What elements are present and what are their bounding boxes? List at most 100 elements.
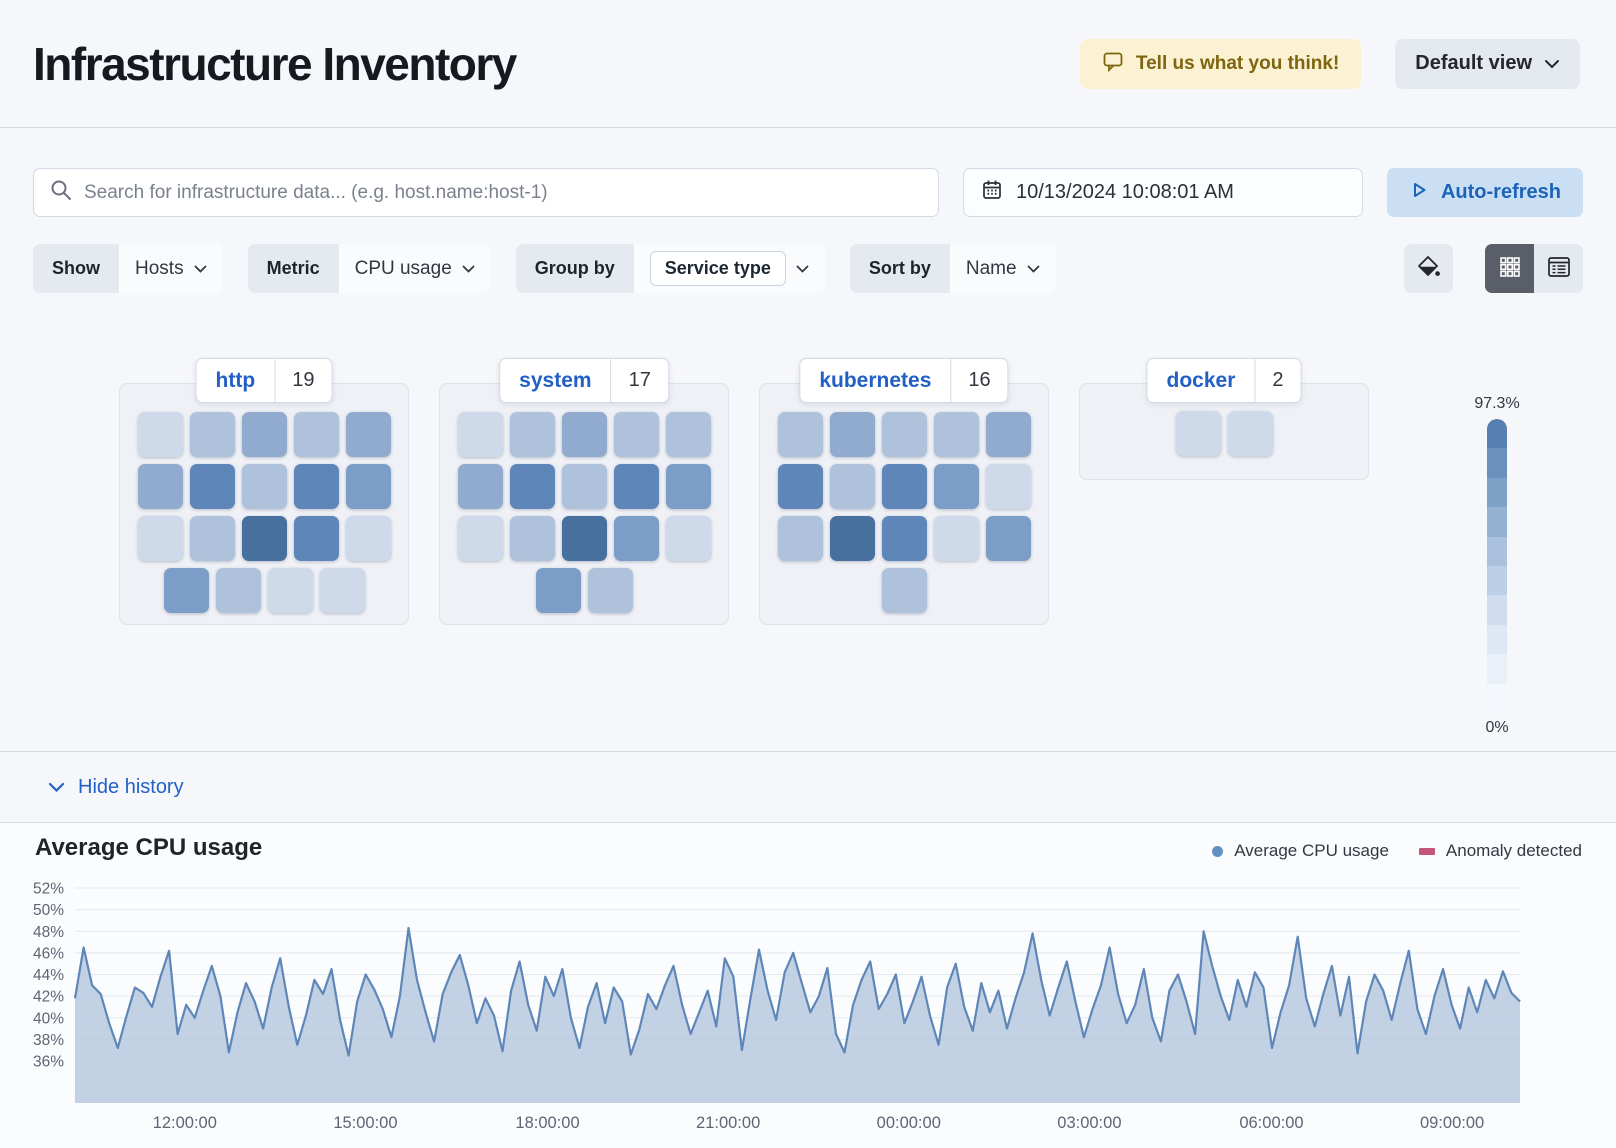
legend-gradient-step <box>1487 419 1507 449</box>
series-dot-marker <box>1212 845 1224 857</box>
x-axis-label: 21:00:00 <box>696 1114 760 1132</box>
host-square[interactable] <box>665 464 711 509</box>
host-square[interactable] <box>829 412 875 457</box>
host-square[interactable] <box>829 516 875 561</box>
host-square[interactable] <box>189 412 235 457</box>
host-square[interactable] <box>881 516 927 561</box>
sort-by-control[interactable]: Sort by Name <box>849 244 1056 293</box>
host-square[interactable] <box>293 516 339 561</box>
host-square[interactable] <box>241 516 287 561</box>
host-square[interactable] <box>189 516 235 561</box>
waffle-square-row <box>760 412 1048 457</box>
chevron-down-icon <box>796 265 809 273</box>
speech-bubble-icon <box>1102 50 1124 78</box>
host-square[interactable] <box>345 464 391 509</box>
group-host-count: 17 <box>628 369 651 391</box>
host-square[interactable] <box>985 464 1031 509</box>
heatmap-legend: 97.3% 0% <box>1458 395 1536 737</box>
group-name-link[interactable]: kubernetes <box>819 368 932 392</box>
legend-gradient-bar[interactable] <box>1487 419 1507 713</box>
view-selector-button[interactable]: Default view <box>1395 38 1580 89</box>
host-square[interactable] <box>829 464 875 509</box>
host-square[interactable] <box>777 412 823 457</box>
host-square[interactable] <box>241 464 287 509</box>
host-square[interactable] <box>457 412 503 457</box>
host-square[interactable] <box>933 464 979 509</box>
show-control[interactable]: Show Hosts <box>33 244 223 293</box>
chevron-down-icon <box>1027 265 1039 273</box>
host-square[interactable] <box>137 516 183 561</box>
hide-history-label: Hide history <box>78 775 184 798</box>
show-label: Show <box>33 244 119 293</box>
sort-by-label: Sort by <box>849 244 950 293</box>
feedback-button[interactable]: Tell us what you think! <box>1079 38 1362 89</box>
y-axis-label: 48% <box>33 924 64 941</box>
host-square[interactable] <box>509 464 555 509</box>
host-square[interactable] <box>241 412 287 457</box>
host-square[interactable] <box>613 464 659 509</box>
host-square[interactable] <box>319 568 365 613</box>
host-square[interactable] <box>345 412 391 457</box>
legend-item[interactable]: Average CPU usage <box>1212 841 1389 861</box>
host-square[interactable] <box>345 516 391 561</box>
date-time-picker[interactable]: 10/13/2024 10:08:01 AM <box>963 168 1363 217</box>
waffle-square-row <box>120 568 408 613</box>
waffle-square-row <box>760 464 1048 509</box>
host-square[interactable] <box>933 412 979 457</box>
host-square[interactable] <box>293 412 339 457</box>
legend-color-button[interactable] <box>1404 244 1453 293</box>
host-square[interactable] <box>163 568 209 613</box>
search-input[interactable] <box>84 181 922 204</box>
map-view-button[interactable] <box>1485 244 1534 293</box>
host-square[interactable] <box>457 516 503 561</box>
host-square[interactable] <box>457 464 503 509</box>
host-square[interactable] <box>613 412 659 457</box>
host-square[interactable] <box>881 464 927 509</box>
group-name-link[interactable]: http <box>215 368 256 392</box>
host-square[interactable] <box>985 516 1031 561</box>
host-square[interactable] <box>215 568 261 613</box>
group-by-control[interactable]: Group by Service type <box>515 244 825 293</box>
group-by-value-pill[interactable]: Service type <box>649 251 786 286</box>
waffle-square-row <box>440 464 728 509</box>
metric-control[interactable]: Metric CPU usage <box>247 244 491 293</box>
host-square[interactable] <box>881 412 927 457</box>
host-square[interactable] <box>561 516 607 561</box>
host-square[interactable] <box>509 412 555 457</box>
host-square[interactable] <box>1175 411 1221 456</box>
chart-title: Average CPU usage <box>35 834 263 861</box>
header-actions: Tell us what you think! Default view <box>1079 38 1580 89</box>
host-square[interactable] <box>587 568 633 613</box>
metric-label: Metric <box>247 244 339 293</box>
host-square[interactable] <box>535 568 581 613</box>
group-name-link[interactable]: system <box>519 368 592 392</box>
host-square[interactable] <box>1227 411 1273 456</box>
host-square[interactable] <box>561 464 607 509</box>
legend-max-label: 97.3% <box>1474 395 1520 412</box>
table-view-button[interactable] <box>1534 244 1583 293</box>
host-square[interactable] <box>561 412 607 457</box>
group-name-link[interactable]: docker <box>1166 368 1236 392</box>
host-square[interactable] <box>189 464 235 509</box>
host-square[interactable] <box>137 412 183 457</box>
host-square[interactable] <box>509 516 555 561</box>
host-square[interactable] <box>613 516 659 561</box>
host-square[interactable] <box>293 464 339 509</box>
y-axis-label: 36% <box>33 1054 64 1071</box>
host-square[interactable] <box>137 464 183 509</box>
legend-item[interactable]: Anomaly detected <box>1418 841 1582 861</box>
host-square[interactable] <box>881 568 927 613</box>
host-square[interactable] <box>933 516 979 561</box>
host-square[interactable] <box>665 516 711 561</box>
host-square[interactable] <box>777 516 823 561</box>
group-by-label: Group by <box>515 244 634 293</box>
legend-gradient-step <box>1487 448 1507 478</box>
host-square[interactable] <box>777 464 823 509</box>
host-square[interactable] <box>985 412 1031 457</box>
host-square[interactable] <box>267 568 313 613</box>
auto-refresh-button[interactable]: Auto-refresh <box>1387 168 1583 217</box>
hide-history-toggle[interactable]: Hide history <box>0 751 1616 823</box>
host-square[interactable] <box>665 412 711 457</box>
